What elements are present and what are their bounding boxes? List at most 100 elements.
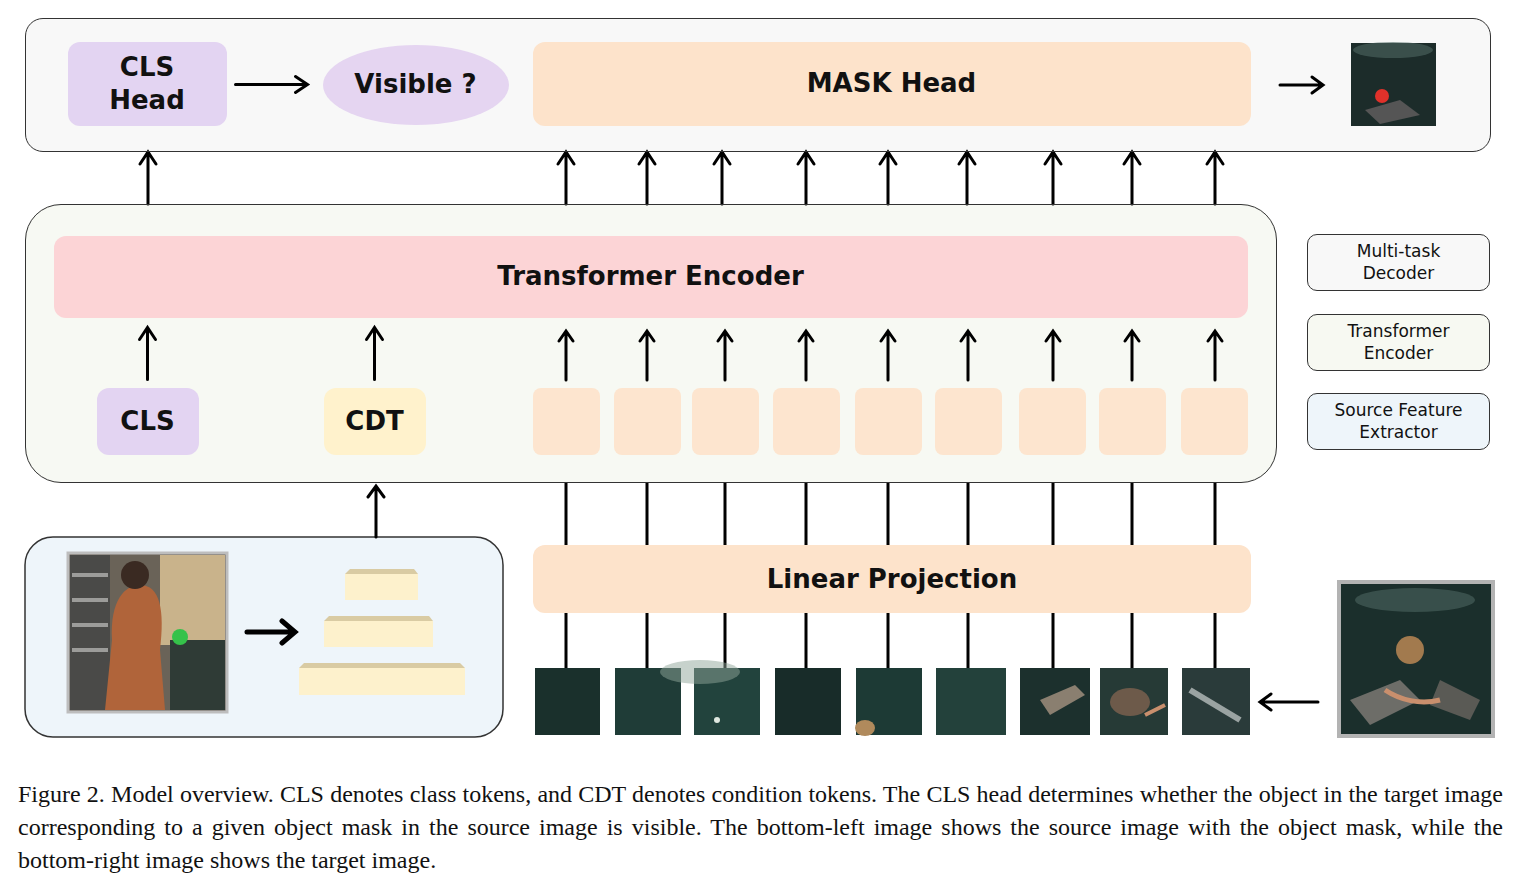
token-box xyxy=(692,388,759,455)
image-patch xyxy=(1110,688,1150,716)
source-panel xyxy=(70,555,110,710)
token-arrow xyxy=(961,331,975,380)
output-image xyxy=(1365,100,1420,124)
arrow-connector xyxy=(798,152,814,204)
projection-box: Linear Projection xyxy=(533,545,1251,613)
flow-arrow xyxy=(1280,77,1323,93)
arrow-connector xyxy=(959,152,975,204)
patch-line xyxy=(566,483,1215,545)
panel-fill xyxy=(25,204,1277,483)
node-label: Transformer Encoder xyxy=(497,260,803,293)
image-patch xyxy=(1020,668,1090,735)
node-label: CLS xyxy=(120,405,174,438)
image-patch xyxy=(1100,668,1168,735)
image-patch xyxy=(856,668,922,735)
legend-box: Transformer Encoder xyxy=(1307,314,1490,371)
source-panel xyxy=(121,561,149,589)
token-arrow xyxy=(1046,331,1060,380)
arrow-connector xyxy=(558,152,574,204)
token-box xyxy=(1181,388,1248,455)
target-image xyxy=(1385,690,1440,702)
target-image xyxy=(1339,582,1493,736)
arrow-connector xyxy=(140,328,156,380)
arrow-connector xyxy=(367,328,383,380)
ellipse-shape xyxy=(323,45,509,125)
token-arrow xyxy=(799,331,813,380)
decoder-panel: CLS Head Visible ? MASK Head xyxy=(25,18,1491,152)
node-label: Visible ? xyxy=(354,68,476,101)
feature-pyramid xyxy=(299,668,465,695)
node-label: Linear Projection xyxy=(767,563,1017,596)
token-arrow xyxy=(640,331,654,380)
arrow-connector xyxy=(140,152,156,204)
token-arrow xyxy=(718,331,732,380)
arrow-connector xyxy=(880,152,896,204)
token-box: CDT xyxy=(324,388,426,455)
image-patch xyxy=(535,660,1250,736)
image-patch xyxy=(936,668,1006,735)
image-patch xyxy=(1182,668,1250,735)
source-panel xyxy=(25,537,503,737)
feature-pyramid xyxy=(324,621,433,647)
image-patch xyxy=(714,717,720,723)
feature-pyramid xyxy=(299,663,465,668)
token-arrow xyxy=(1125,331,1139,380)
token-box xyxy=(855,388,922,455)
node-label: MASK Head xyxy=(807,67,976,100)
node-label: CDT xyxy=(345,405,403,438)
flow-arrow xyxy=(247,621,295,643)
panel-fill xyxy=(25,18,1491,152)
token-box xyxy=(773,388,840,455)
figure-caption: Figure 2. Model overview. CLS denotes cl… xyxy=(18,778,1503,877)
image-patch xyxy=(775,668,841,735)
head-box: MASK Head xyxy=(533,42,1251,126)
source-panel xyxy=(160,555,225,645)
feature-pyramid xyxy=(345,569,418,574)
flow-arrow xyxy=(247,77,1323,710)
arrow-connector xyxy=(1207,152,1223,204)
output-image xyxy=(1353,42,1433,58)
image-patch xyxy=(660,660,740,684)
token-arrow xyxy=(559,331,573,380)
node-label: Transformer Encoder xyxy=(1331,321,1466,364)
arrow-connector xyxy=(1045,152,1061,204)
arrow-connector xyxy=(1124,152,1140,204)
head-box: CLS Head xyxy=(68,42,227,126)
feature-pyramid xyxy=(345,574,418,600)
token-box xyxy=(1099,388,1166,455)
encoder-band: Transformer Encoder xyxy=(54,236,1248,318)
node-label: CLS Head xyxy=(97,51,197,116)
arrow-connector xyxy=(236,77,308,93)
legend-box: Source Feature Extractor xyxy=(1307,393,1490,450)
flow-arrow xyxy=(1260,694,1318,710)
token-box xyxy=(614,388,681,455)
token-arrow xyxy=(559,331,1222,380)
target-image xyxy=(1339,582,1493,736)
token-box: CLS xyxy=(97,388,199,455)
legend-box: Multi-task Decoder xyxy=(1307,234,1490,291)
token-arrow xyxy=(1208,331,1222,380)
image-patch xyxy=(855,720,875,736)
source-panel xyxy=(172,629,188,645)
target-image xyxy=(1396,636,1424,664)
target-image xyxy=(1355,588,1475,612)
panel-fill xyxy=(25,18,1491,483)
output-image xyxy=(1375,89,1389,103)
output-image xyxy=(1351,42,1436,126)
token-arrow xyxy=(881,331,895,380)
token-box xyxy=(533,388,1248,455)
feature-pyramid xyxy=(299,569,465,695)
source-panel xyxy=(105,585,165,710)
image-patch xyxy=(1190,690,1240,720)
node-label: Source Feature Extractor xyxy=(1331,400,1466,443)
source-panel xyxy=(25,537,503,737)
image-patch xyxy=(1040,685,1085,715)
encoder-panel: Transformer EncoderCLS CDT xyxy=(25,204,1277,483)
token-box xyxy=(935,388,1002,455)
output-image xyxy=(1351,43,1436,126)
source-panel xyxy=(72,575,108,650)
source-panel xyxy=(170,640,225,710)
arrow-connector xyxy=(639,152,655,204)
